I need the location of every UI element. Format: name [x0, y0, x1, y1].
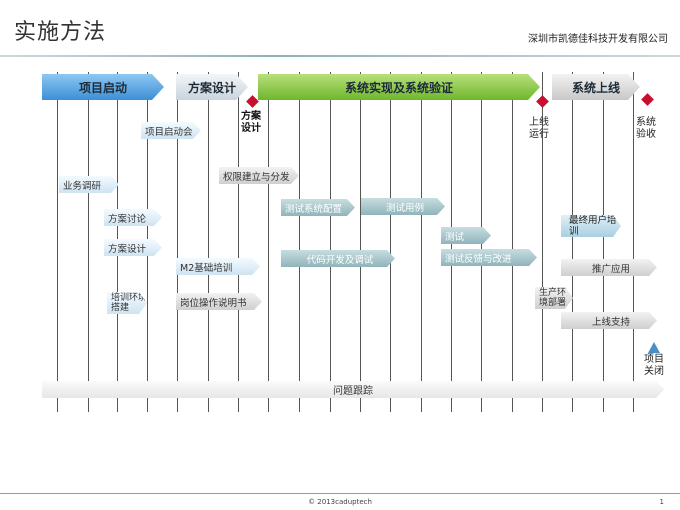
grid-line — [208, 72, 209, 412]
phase-project-start: 项目启动 — [42, 74, 164, 100]
task-production-deploy: 生产环境部署 — [535, 287, 573, 309]
milestone-close-label: 项目关闭 — [644, 354, 664, 377]
task-solution-discussion: 方案讨论 — [104, 209, 162, 226]
grid-line — [572, 72, 573, 412]
task-testing: 测试 — [441, 227, 491, 244]
grid-line — [88, 72, 89, 412]
task-business-research: 业务调研 — [59, 176, 119, 193]
task-test-cases: 测试用例 — [361, 198, 445, 215]
milestone-diamond-icon — [246, 95, 259, 108]
grid-line — [57, 72, 58, 412]
header-divider — [0, 55, 680, 57]
grid-line — [360, 72, 361, 412]
task-test-system-config: 测试系统配置 — [281, 199, 355, 216]
task-m2-basic-training: M2基础培训 — [176, 258, 260, 275]
task-go-live-support: 上线支持 — [561, 312, 657, 329]
company-name: 深圳市凯德佳科技开发有限公司 — [528, 34, 668, 45]
grid-line — [421, 72, 422, 412]
grid-line — [542, 72, 543, 412]
task-test-feedback: 测试反馈与改进 — [441, 249, 537, 266]
task-solution-design: 方案设计 — [104, 239, 162, 256]
grid-line — [299, 72, 300, 412]
milestone-acceptance-label: 系统验收 — [636, 117, 656, 140]
grid-line — [390, 72, 391, 412]
phase-go-live: 系统上线 — [552, 74, 640, 100]
grid-line — [603, 72, 604, 412]
task-permission-setup: 权限建立与分发 — [219, 167, 299, 184]
milestone-go-live-label: 上线运行 — [529, 117, 549, 140]
grid-line — [330, 72, 331, 412]
phase-solution-design: 方案设计 — [176, 74, 248, 100]
copyright-text: © 2013caduptech — [308, 498, 372, 506]
grid-line — [238, 72, 239, 412]
milestone-design-label: 方案设计 — [241, 111, 261, 134]
phase-implementation-verification: 系统实现及系统验证 — [258, 74, 540, 100]
grid-line — [177, 72, 178, 412]
page-title: 实施方法 — [14, 20, 107, 45]
task-operation-manual: 岗位操作说明书 — [176, 293, 262, 310]
footer-divider — [0, 493, 680, 494]
page-number: 1 — [659, 498, 664, 506]
milestone-diamond-icon — [536, 95, 549, 108]
task-end-user-training: 最终用户培训 — [561, 215, 621, 237]
task-promotion: 推广应用 — [561, 259, 657, 276]
task-training-env-setup: 培训环境搭建 — [107, 292, 147, 314]
milestone-triangle-icon — [648, 342, 660, 353]
task-code-development: 代码开发及调试 — [281, 250, 395, 267]
grid-line — [633, 72, 634, 412]
grid-line — [512, 72, 513, 412]
milestone-diamond-icon — [641, 93, 654, 106]
grid-line — [268, 72, 269, 412]
issue-tracking-bar: 问题跟踪 — [42, 381, 664, 398]
task-kickoff-meeting: 项目启动会 — [141, 122, 201, 139]
